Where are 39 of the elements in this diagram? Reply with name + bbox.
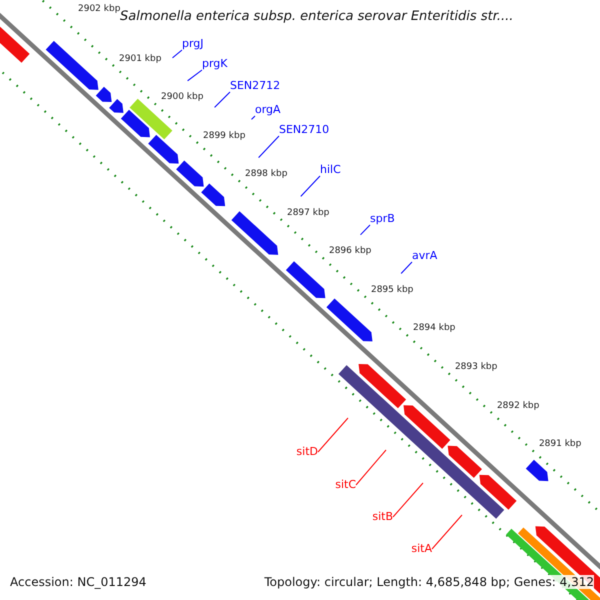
gene-label: avrA: [412, 249, 438, 262]
scale-label: 2895 kbp: [370, 284, 414, 295]
gene-label: SEN2710: [279, 123, 330, 136]
scale-label: 2893 kbp: [454, 362, 498, 372]
gene-label: hilC: [320, 163, 341, 176]
gene-label: SEN2712: [230, 79, 280, 92]
gene-label: sitB: [372, 510, 393, 523]
gene-label: sitD: [296, 445, 318, 458]
gene-label: orgA: [255, 103, 281, 116]
gene-label: sitA: [411, 542, 432, 555]
scale-label: 2900 kbp: [161, 92, 204, 102]
leader-line: [432, 514, 462, 550]
gene-label: sprB: [370, 212, 395, 225]
leader-line: [251, 116, 256, 120]
scale-label: 2899 kbp: [203, 130, 246, 141]
leader-line: [400, 262, 412, 274]
leader-line: [392, 482, 424, 518]
scale-label: 2902 kbp: [78, 4, 120, 14]
accession-text: Accession: NC_011294: [10, 575, 146, 589]
genome-summary-text: Topology: circular; Length: 4,685,848 bp; Genes: 4,312: [264, 575, 594, 589]
scale-label: 2894 kbp: [412, 323, 456, 334]
leader-line: [187, 70, 202, 82]
scale-label: 2892 kbp: [496, 400, 540, 411]
gene-label: prgJ: [182, 37, 204, 50]
scale-label: 2898 kbp: [245, 169, 288, 180]
scale-label: 2901 kbp: [119, 54, 162, 64]
map-title: Salmonella enterica subsp. enterica serovar Enteritidis str....: [120, 9, 514, 24]
gene-label: sitC: [335, 478, 356, 491]
leader-line: [172, 50, 182, 58]
gene-label: prgK: [202, 57, 228, 70]
leader-line: [318, 418, 348, 452]
scale-label: 2897 kbp: [286, 208, 330, 218]
scale-label: 2896 kbp: [328, 246, 372, 256]
leader-line: [214, 92, 230, 108]
scale-label: 2891 kbp: [538, 439, 582, 450]
leader-line: [360, 224, 370, 236]
leader-line: [258, 136, 280, 158]
leader-line: [300, 176, 320, 197]
leader-line: [356, 450, 386, 486]
